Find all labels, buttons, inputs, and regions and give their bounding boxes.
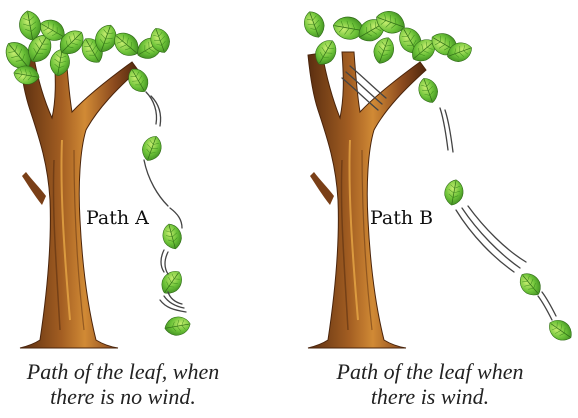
path-b-leaf: [415, 75, 441, 105]
caption-wind-line2: there is wind.: [300, 384, 560, 409]
caption-wind-line1: Path of the leaf when: [300, 359, 560, 384]
path-b-falling-leaves: [415, 75, 576, 345]
tree-b-side-branch: [310, 172, 334, 205]
path-a-leaf: [160, 222, 184, 251]
path-b-label: Path B: [370, 207, 433, 229]
path-a-leaf: [157, 267, 187, 298]
tree-b-canopy-leaves: [301, 7, 475, 69]
path-b-leaf: [515, 269, 545, 300]
caption-no-wind-line2: there is no wind.: [0, 384, 246, 409]
path-a-leaf: [139, 133, 165, 163]
caption-no-wind: Path of the leaf, when there is no wind.: [0, 359, 246, 409]
path-a-leaf: [163, 315, 191, 337]
tree-b-trunk: [308, 52, 426, 348]
tree-a-side-branch: [22, 172, 46, 205]
tree-a-trunk: [20, 55, 138, 348]
tree-b: [301, 7, 475, 348]
caption-wind: Path of the leaf when there is wind.: [300, 359, 560, 409]
path-b-leaf: [443, 178, 465, 206]
path-a-label: Path A: [86, 207, 149, 229]
tree-a: [0, 9, 173, 348]
path-b-leaf: [545, 315, 576, 345]
caption-no-wind-line1: Path of the leaf, when: [0, 359, 246, 384]
tree-a-canopy-leaves: [0, 9, 173, 86]
